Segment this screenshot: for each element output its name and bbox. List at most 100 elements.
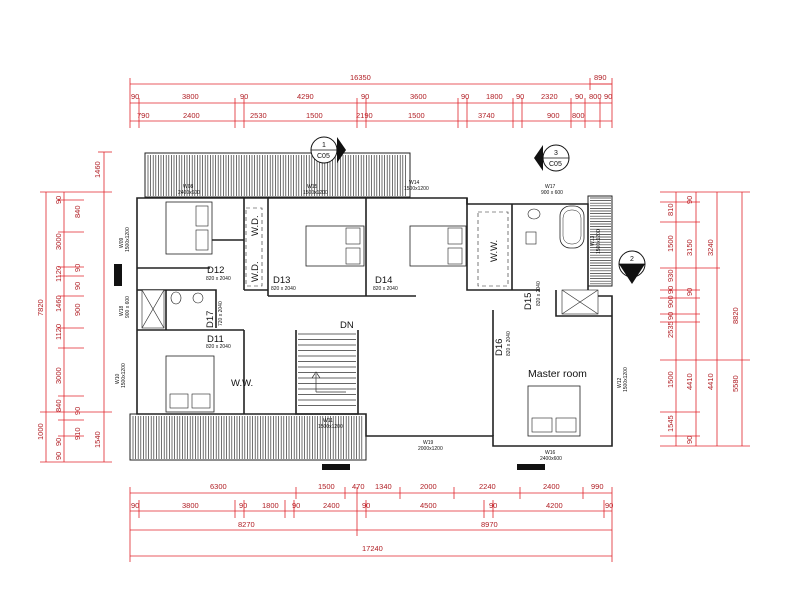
dim-top-row3-2: 2400 xyxy=(183,111,200,120)
dim-right1-5: 900 xyxy=(666,295,675,308)
dim-right1-2: 1500 xyxy=(666,235,675,252)
bed-master xyxy=(527,385,581,437)
dim-bottom-row2-11: 90 xyxy=(605,501,613,510)
dim-left2-15: 90 xyxy=(54,452,63,460)
dim-right2-5: 90 xyxy=(685,436,694,444)
dim-top-row2-13: 90 xyxy=(604,92,612,101)
window-w11-id: W11 xyxy=(323,418,333,424)
dim-top-row2-5: 90 xyxy=(361,92,369,101)
dim-top-row2-1: 90 xyxy=(131,92,139,101)
dim-left2-13: 90 xyxy=(54,438,63,446)
dim-bottom-row2-1: 90 xyxy=(131,501,139,510)
dim-top-overall-right: 890 xyxy=(594,73,607,82)
door-d16-id: D16 xyxy=(494,339,505,356)
label-master-room: Master room xyxy=(528,368,587,380)
door-d17-size: 720 x 2040 xyxy=(218,301,224,326)
label-ww-1: W.W. xyxy=(231,378,253,389)
section-tag-3: 3 C05 xyxy=(534,144,570,172)
dim-top-row3-9: 800 xyxy=(572,111,585,120)
dim-right1-3: 930 xyxy=(666,269,675,282)
bed-top-center xyxy=(305,225,365,267)
right-dimensions: 810 1500 930 90 900 90 2535 1500 1545 90… xyxy=(660,191,750,447)
left-dimensions: 1460 7820 1000 1540 90 840 3000 90 1120 … xyxy=(36,151,112,463)
dim-right1-7: 2535 xyxy=(666,321,675,338)
dim-bottom-row1-3: 470 xyxy=(352,482,365,491)
dim-top-row3-6: 1500 xyxy=(408,111,425,120)
dim-left2-8: 900 xyxy=(73,303,82,316)
bottom-balcony xyxy=(129,413,367,461)
window-w15-size: 1500x1200 xyxy=(303,190,328,196)
section-tag-3-ref: C05 xyxy=(549,161,562,168)
label-dn: DN xyxy=(340,320,354,331)
section-tag-2-num: 2 xyxy=(630,256,634,263)
dim-left2-6: 90 xyxy=(73,282,82,290)
dim-top-row2-6: 3600 xyxy=(410,92,427,101)
window-w10-id: W10 xyxy=(115,374,121,385)
dim-right4-2: 5580 xyxy=(731,375,740,392)
door-d15-id: D15 xyxy=(523,293,534,310)
door-d11-size: 820 x 2040 xyxy=(206,344,231,350)
door-d12-size: 820 x 2040 xyxy=(206,276,231,282)
staircase xyxy=(298,333,356,406)
window-w15-id: W15 xyxy=(307,184,318,190)
top-dimensions: 16350 890 90 3800 90 4290 90 3600 90 180… xyxy=(129,73,613,128)
dim-left2-11: 90 xyxy=(73,407,82,415)
toilet-master xyxy=(527,208,541,220)
dim-left-1000: 1000 xyxy=(36,423,45,440)
dim-bottom-row2-5: 90 xyxy=(292,501,300,510)
dim-top-row2-3: 90 xyxy=(240,92,248,101)
dim-right3-2: 4410 xyxy=(706,373,715,390)
dim-top-row3-3: 2530 xyxy=(250,111,267,120)
dim-left2-5: 1120 xyxy=(54,266,63,282)
window-w14-id: W14 xyxy=(409,180,420,186)
building xyxy=(114,152,613,470)
section-tag-2-ref: C05 xyxy=(625,267,638,274)
dim-bottom-row1-2: 1500 xyxy=(318,482,335,491)
door-d12-id: D12 xyxy=(207,265,224,276)
dim-left2-3: 3000 xyxy=(54,233,63,250)
window-w18-size: 900 x 600 xyxy=(125,296,131,318)
window-w17-size: 900 x 600 xyxy=(541,190,563,196)
section-tag-2: 2 C05 xyxy=(618,250,646,284)
dim-left-1540: 1540 xyxy=(93,431,102,448)
window-w10-size: 1500x1200 xyxy=(121,363,127,388)
dim-left2-2: 840 xyxy=(73,205,82,218)
window-w16-size: 2400x600 xyxy=(540,456,562,462)
door-d17-id: D17 xyxy=(205,311,216,328)
window-w19-size: 2000x1200 xyxy=(418,446,443,452)
bed-top-left xyxy=(165,201,213,255)
ww-master-outline xyxy=(477,211,509,287)
dim-top-row2-9: 90 xyxy=(516,92,524,101)
window-w13-id: W13 xyxy=(590,236,596,247)
window-w08-id: W08 xyxy=(183,184,194,190)
dim-right1-1: 810 xyxy=(666,203,675,216)
window-w11-size: 1500x1200 xyxy=(318,424,343,430)
entry-marker-left xyxy=(114,264,122,286)
dim-bottom-row1-1: 6300 xyxy=(210,482,227,491)
marker-bottom-1 xyxy=(322,464,350,470)
dim-right1-9: 1545 xyxy=(666,415,675,432)
dim-bottom-row2-2: 3800 xyxy=(182,501,199,510)
top-balcony xyxy=(144,152,411,198)
label-wd-1: W.D. xyxy=(250,215,261,236)
window-w09-size: 1500x1200 xyxy=(125,227,131,252)
dim-left-1460: 1460 xyxy=(93,161,102,178)
label-wd-2: W.D. xyxy=(250,261,261,282)
window-w08-size: 2400x600 xyxy=(178,190,200,196)
dim-right3-1: 3240 xyxy=(706,239,715,256)
dim-bottom-row1-6: 2240 xyxy=(479,482,496,491)
dim-bottom-row2-10: 4200 xyxy=(546,501,563,510)
dim-top-row3-4: 1500 xyxy=(306,111,323,120)
dim-bottom-row1-8: 990 xyxy=(591,482,604,491)
dim-bottom-row1-7: 2400 xyxy=(543,482,560,491)
window-w16-id: W16 xyxy=(545,450,556,456)
dim-right1-8: 1500 xyxy=(666,371,675,388)
door-d16-size: 820 x 2040 xyxy=(506,331,512,356)
shower-left xyxy=(141,289,165,329)
dim-right2-1: 90 xyxy=(685,196,694,204)
window-w14-size: 1500x1200 xyxy=(404,186,429,192)
bottom-dimensions: 6300 1500 470 1340 2000 2240 2400 990 90… xyxy=(129,482,613,562)
bathtub xyxy=(559,205,585,249)
window-w12-id: W12 xyxy=(617,378,623,389)
dim-top-row2-4: 4290 xyxy=(297,92,314,101)
